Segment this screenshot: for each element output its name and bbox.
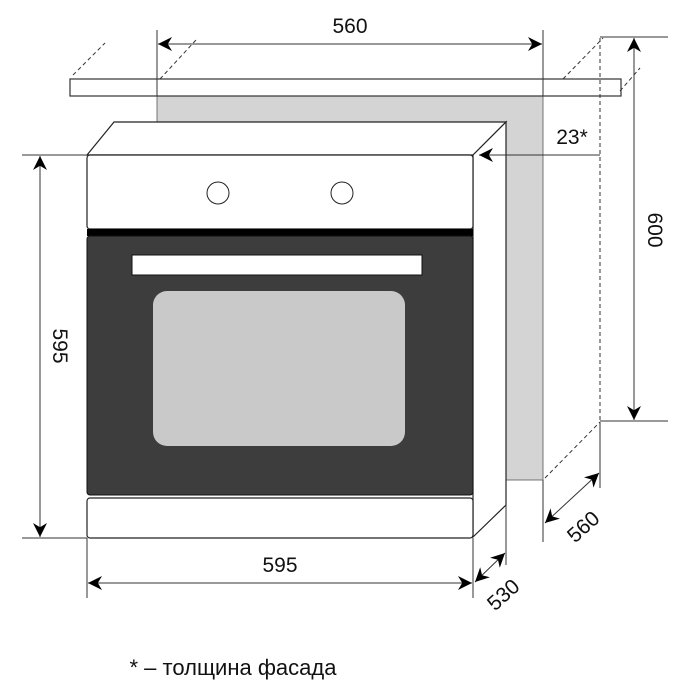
oven-side	[472, 120, 507, 539]
niche-width-label: 560	[332, 15, 367, 38]
facade-thickness-label: 23*	[556, 126, 588, 149]
dim-oven-height: 595	[22, 154, 87, 539]
door-handle	[131, 254, 423, 276]
dim-oven-width: 595	[86, 538, 474, 598]
door-window	[153, 291, 405, 446]
niche-depth-label: 560	[563, 507, 604, 548]
dim-niche-width: 560	[156, 15, 544, 96]
oven-depth-label: 530	[483, 575, 524, 616]
oven	[85, 120, 508, 539]
dim-niche-depth: 560	[542, 422, 604, 548]
footnote: * – толщина фасада	[130, 655, 338, 680]
knob-left	[206, 181, 230, 205]
knob-right	[330, 181, 354, 205]
door-band	[87, 229, 473, 236]
control-panel	[86, 154, 474, 230]
dim-niche-height: 600	[600, 36, 668, 422]
dim-facade: 23*	[479, 126, 600, 162]
oven-width-label: 595	[262, 554, 297, 577]
niche-height-label: 600	[643, 212, 666, 247]
oven-top	[85, 121, 508, 156]
countertop	[69, 78, 622, 97]
oven-height-label: 595	[48, 328, 71, 363]
bottom-drawer	[86, 497, 474, 539]
dashed-guides	[72, 37, 641, 479]
